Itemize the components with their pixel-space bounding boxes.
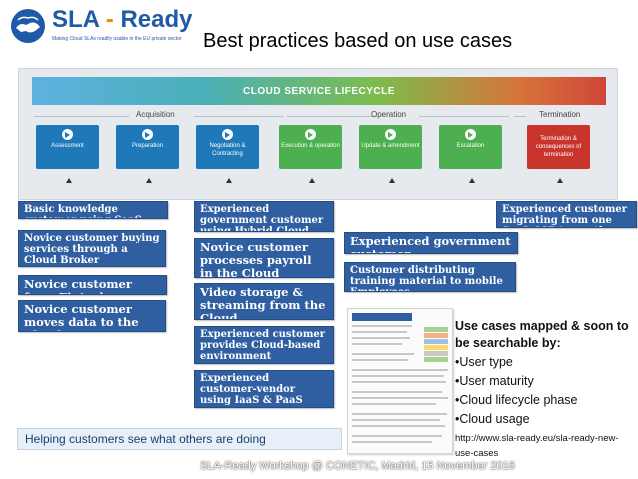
stage-negotiation: Negotiation & Contracting [196,125,259,169]
info-item: •User maturity [455,374,534,388]
phase-divider [194,116,284,117]
up-arrow-icon [557,178,563,183]
arrow-right-icon [465,129,476,140]
phase-divider [287,116,377,117]
footer: SLA-Ready Workshop @ CONETIC, Madrid, 15… [200,460,515,472]
phase-divider [419,116,509,117]
stage-assessment: Assessment [36,125,99,169]
lifecycle-banner-label: CLOUD SERVICE LIFECYCLE [243,85,395,97]
info-item: •User type [455,355,513,369]
use-case-document-thumbnail [347,308,453,454]
stage-update: Update & amendment [359,125,422,169]
caption: Helping customers see what others are do… [17,428,342,450]
up-arrow-icon [469,178,475,183]
lifecycle-banner: CLOUD SERVICE LIFECYCLE [32,77,606,105]
arrow-right-icon [385,129,396,140]
arrow-right-icon [305,129,316,140]
arrow-right-icon [62,129,73,140]
stage-termination: Termination & consequences of terminatio… [527,125,590,169]
arrow-right-icon [142,129,153,140]
info-item: •Cloud usage [455,412,530,426]
logo-tagline: Making Cloud SLAs readily usable in the … [52,36,182,42]
use-case-box: Basic knowledge customer using SaaS [18,201,168,219]
up-arrow-icon [146,178,152,183]
use-cases-link[interactable]: http://www.sla-ready.eu/sla-ready-new-us… [455,433,619,459]
use-case-box: Experienced customer-vendor using IaaS &… [194,370,334,408]
phase-termination: Termination [539,110,581,119]
use-case-box: Experienced customer migrating from one … [496,201,637,228]
stage-execution: Execution & operation [279,125,342,169]
sla-ready-logo: SLA - Ready Making Cloud SLAs readily us… [8,6,192,46]
use-case-box: Experienced government customer using Hy… [194,201,334,232]
use-case-box: Novice customer buying services through … [18,230,166,267]
slide-title: Best practices based on use cases [203,30,513,52]
use-case-box: Novice customer processes payroll in the… [194,238,334,278]
use-case-box: Video storage & streaming from the Cloud [194,283,334,320]
phase-acquisition: Acquisition [136,110,175,119]
info-heading: Use cases mapped & soon to be searchable… [455,319,629,350]
logo-title: SLA - Ready [52,6,193,33]
arrow-right-icon [222,129,233,140]
lifecycle-panel: CLOUD SERVICE LIFECYCLE Acquisition Oper… [18,68,618,200]
use-case-box: Experienced government customer [344,232,518,254]
stage-preparation: Preparation [116,125,179,169]
handshake-cloud-icon [11,9,45,43]
up-arrow-icon [226,178,232,183]
stage-escalation: Escalation [439,125,502,169]
use-case-box: Novice customer from Fintech [18,275,167,295]
phase-divider [514,116,526,117]
info-item: •Cloud lifecycle phase [455,393,578,407]
up-arrow-icon [389,178,395,183]
phase-operation: Operation [371,110,407,119]
use-case-box: Novice customer moves data to the Cloud [18,300,166,332]
use-case-box: Experienced customer provides Cloud-base… [194,326,334,364]
up-arrow-icon [309,178,315,183]
phase-divider [34,116,129,117]
use-case-box: Customer distributing training material … [344,262,516,292]
up-arrow-icon [66,178,72,183]
info-panel: Use cases mapped & soon to be searchable… [455,318,635,461]
